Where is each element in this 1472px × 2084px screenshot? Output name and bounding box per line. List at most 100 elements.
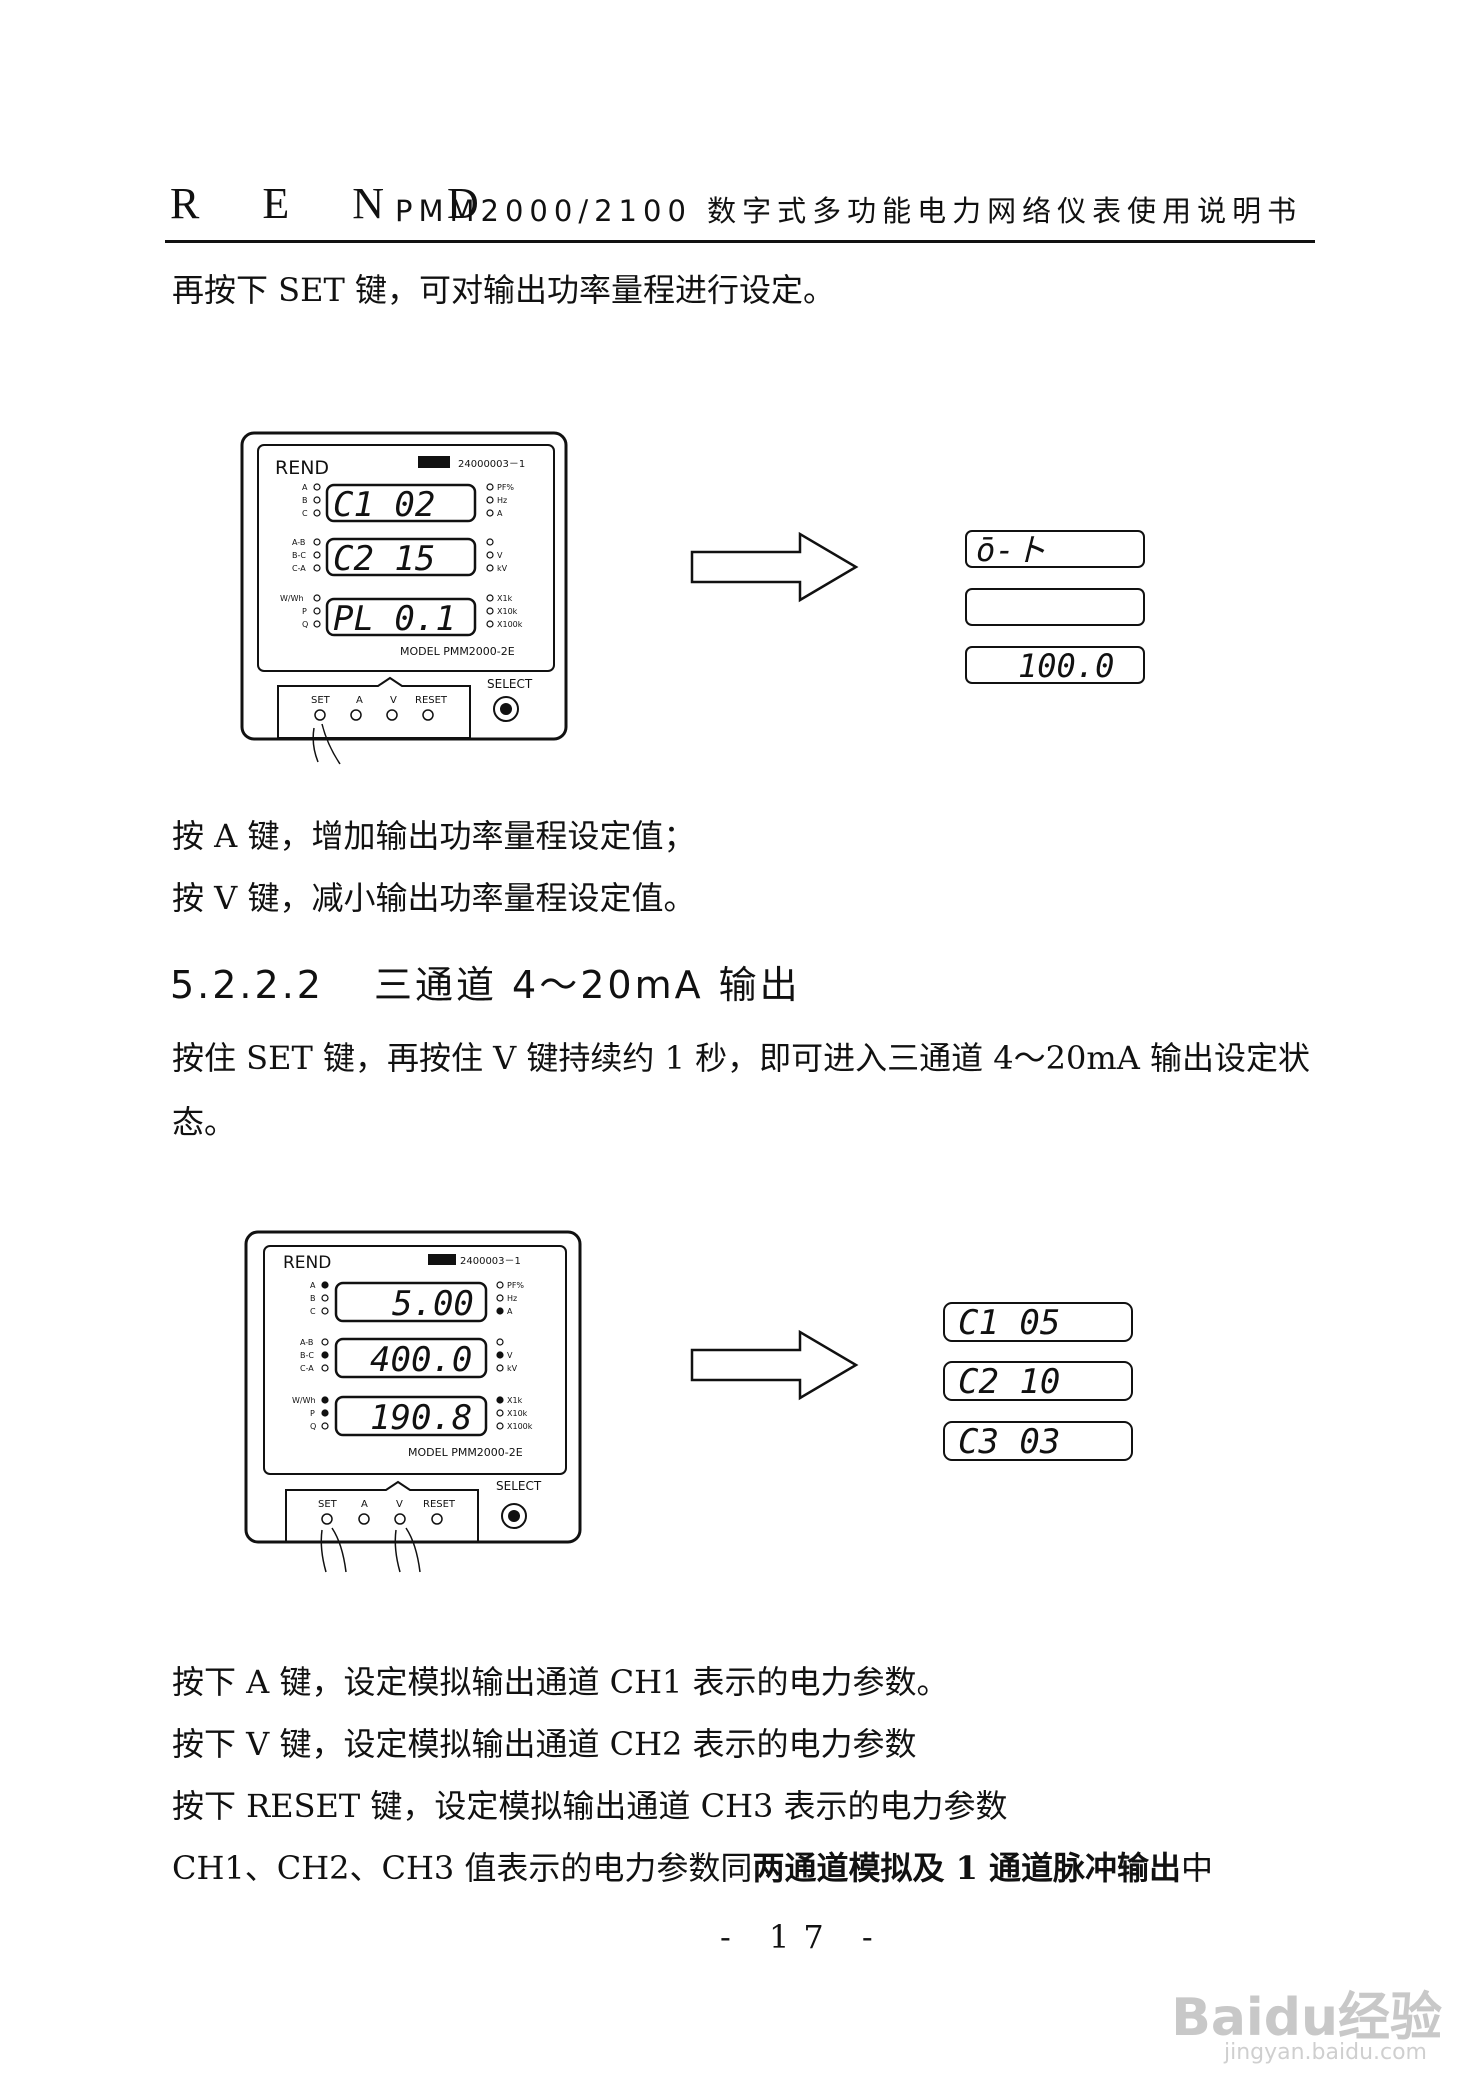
watermark-url: jingyan.baidu.com (1223, 2040, 1427, 2065)
a-key-2[interactable] (358, 1513, 370, 1525)
svg-text:A: A (507, 1307, 513, 1316)
svg-text:C: C (302, 509, 308, 518)
paragraph-set-key: 再按下 SET 键，可对输出功率量程进行设定。 (172, 271, 835, 309)
paragraph-ch-values: CH1、CH2、CH3 值表示的电力参数同两通道模拟及 1 通道脉冲输出中 (172, 1846, 1213, 1890)
output-display-3-value: 100.0 (1018, 647, 1114, 685)
section-title: 三通道 4～20mA 输出 (373, 963, 801, 1007)
reset-key-2[interactable] (431, 1513, 443, 1525)
svg-text:C: C (310, 1307, 316, 1316)
svg-text:B: B (310, 1294, 316, 1303)
channel-display-1-value: C1 05 (958, 1303, 1060, 1343)
meter-screen-frame (257, 444, 555, 672)
svg-text:A-B: A-B (292, 538, 305, 547)
v-key[interactable] (386, 709, 398, 721)
svg-text:X1k: X1k (497, 594, 513, 603)
keypad-labels: SET A V RESET (311, 695, 448, 706)
header-title: PMM2000/2100 数字式多功能电力网络仪表使用说明书 (395, 194, 1303, 228)
svg-text:X100k: X100k (497, 620, 523, 629)
svg-text:V: V (497, 551, 503, 560)
svg-text:X100k: X100k (507, 1422, 533, 1431)
channel-display-2 (943, 1361, 1133, 1401)
keypad-panel-2 (285, 1480, 479, 1543)
right-indicator-labels-2: PF% Hz A V kV X1k X10k X100k (507, 1281, 533, 1431)
svg-text:A: A (497, 509, 503, 518)
left-indicator-labels: A B C A-B B-C C-A W/Wh P Q (280, 483, 308, 629)
channel-display-1 (943, 1302, 1133, 1342)
svg-text:RESET: RESET (415, 695, 448, 706)
output-display-1-value: ō-ト (976, 531, 1047, 569)
channel-display-3-value: C3 03 (958, 1422, 1060, 1462)
display-row-3-fig2-value: 190.8 (370, 1398, 472, 1438)
svg-text:A: A (356, 695, 363, 706)
svg-text:X1k: X1k (507, 1396, 523, 1405)
header-brand: R E N D (170, 179, 505, 228)
display-row-1-fig2-value: 5.00 (392, 1284, 474, 1324)
svg-text:V: V (390, 695, 397, 706)
watermark-logo: Baidu经验 (1171, 1988, 1442, 2048)
right-led-indicators-2 (496, 1281, 504, 1430)
svg-text:B-C: B-C (300, 1351, 314, 1360)
svg-text:A: A (310, 1281, 316, 1290)
meter-model-2: MODEL PMM2000-2E (408, 1446, 523, 1459)
finger-icon-set (320, 1527, 347, 1573)
svg-text:Hz: Hz (497, 496, 507, 505)
svg-text:SET: SET (318, 1499, 338, 1510)
right-arrow-icon (690, 531, 859, 603)
keypad-labels-2: SET A V RESET (318, 1499, 456, 1510)
display-row-1 (325, 483, 477, 523)
channel-display-2-value: C2 10 (958, 1362, 1060, 1402)
svg-text:RESET: RESET (423, 1499, 456, 1510)
svg-text:kV: kV (507, 1364, 518, 1373)
select-knob-2[interactable] (501, 1503, 527, 1529)
left-indicator-labels-2: A B C A-B B-C C-A W/Wh P Q (292, 1281, 316, 1431)
svg-text:V: V (396, 1499, 403, 1510)
meter-screen-frame-2 (263, 1245, 567, 1475)
display-row-2-fig2 (334, 1337, 488, 1379)
reset-key[interactable] (422, 709, 434, 721)
meter-brand: REND (275, 457, 329, 479)
set-key-2[interactable] (321, 1513, 333, 1525)
a-key[interactable] (350, 709, 362, 721)
display-row-1-fig2 (334, 1281, 488, 1323)
svg-text:C-A: C-A (300, 1364, 314, 1373)
output-display-2 (965, 588, 1145, 626)
paragraph-ch1: 按下 A 键，设定模拟输出通道 CH1 表示的电力参数。 (172, 1663, 949, 1701)
paragraph-enter-mode: 按住 SET 键，再按住 V 键持续约 1 秒，即可进入三通道 4～20mA 输… (172, 1039, 1311, 1141)
display-row-3-value: PL 0.1 (333, 599, 456, 639)
cert-number: 24000003－1 (458, 459, 525, 470)
paragraph-ch2: 按下 V 键，设定模拟输出通道 CH2 表示的电力参数 (172, 1725, 917, 1763)
output-display-1 (965, 530, 1145, 568)
paragraph-ch-values-a: CH1、CH2、CH3 值表示的电力参数同 (172, 1849, 753, 1887)
finger-icon (312, 723, 341, 765)
meter-body-2 (244, 1230, 582, 1544)
set-key[interactable] (314, 709, 326, 721)
page-number: - 17 - (720, 1918, 887, 1956)
right-led-indicators (486, 483, 494, 628)
paragraph-v-key: 按 V 键，减小输出功率量程设定值。 (172, 879, 696, 917)
cert-logo-2 (428, 1254, 456, 1265)
cert-logo (418, 456, 450, 468)
right-arrow-icon-2 (690, 1329, 859, 1401)
select-label: SELECT (487, 677, 533, 691)
select-knob[interactable] (493, 696, 519, 722)
select-label-2: SELECT (496, 1479, 542, 1493)
select-knob-center (500, 703, 512, 715)
svg-text:SET: SET (311, 695, 331, 706)
paragraph-ch3: 按下 RESET 键，设定模拟输出通道 CH3 表示的电力参数 (172, 1787, 1008, 1825)
svg-text:Q: Q (302, 620, 308, 629)
paragraph-a-key: 按 A 键，增加输出功率量程设定值； (172, 817, 696, 855)
display-row-3 (325, 597, 477, 637)
display-row-2 (325, 537, 477, 577)
svg-text:Q: Q (310, 1422, 316, 1431)
paragraph-ch-values-bold: 两通道模拟及 1 通道脉冲输出 (752, 1849, 1181, 1887)
svg-text:A: A (361, 1499, 368, 1510)
keypad-panel (277, 676, 471, 739)
svg-text:C-A: C-A (292, 564, 306, 573)
display-row-3-fig2 (334, 1395, 488, 1437)
channel-display-3 (943, 1421, 1133, 1461)
meter-model: MODEL PMM2000-2E (400, 645, 515, 658)
v-key-2[interactable] (394, 1513, 406, 1525)
svg-text:A-B: A-B (300, 1338, 313, 1347)
